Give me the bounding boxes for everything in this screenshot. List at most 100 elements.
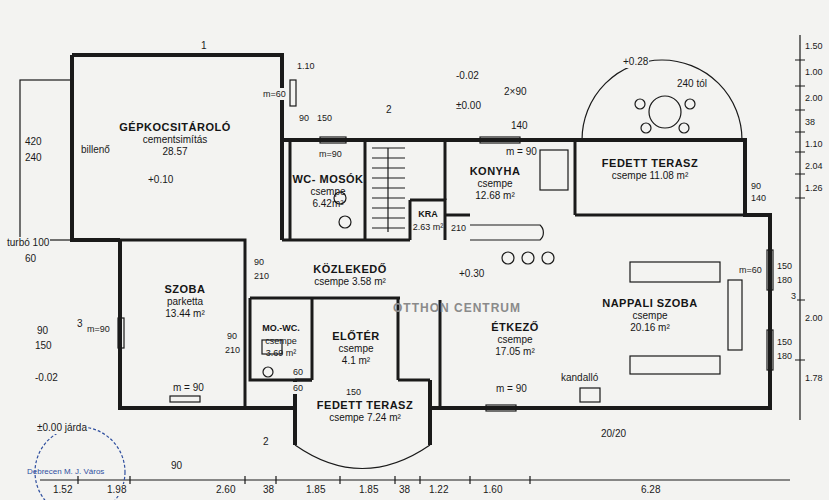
inner-walls: [120, 140, 745, 408]
plan-line: [767, 330, 773, 370]
dimension-label: 240: [24, 152, 43, 164]
dimension-label: 1.85: [305, 484, 326, 496]
plan-line: [339, 216, 351, 228]
room-detail: csempe: [338, 343, 373, 355]
room-label: ELŐTÉRcsempe4.1 m²: [314, 326, 398, 370]
room-detail: 13.44 m²: [165, 308, 204, 320]
room-detail: csempe 7.24 m²: [329, 412, 401, 424]
plan-line: [250, 298, 312, 380]
room-name: FEDETT TERASZ: [317, 399, 413, 412]
plan-line: [118, 318, 124, 348]
room-label: MO.-WC.csempe3.69 m²: [251, 318, 311, 362]
plan-line: [398, 379, 430, 382]
plan-line: [282, 239, 410, 242]
dimension-label: 3: [76, 318, 84, 330]
room-detail: 4.1 m²: [342, 355, 370, 367]
plan-line: [522, 252, 534, 264]
plan-line: [170, 396, 200, 402]
dimension-label: 180: [776, 350, 793, 362]
plan-line: [295, 445, 430, 469]
plan-line: [502, 252, 514, 264]
room-detail: 17.05 m²: [495, 346, 534, 358]
dimension-label: +0.30: [458, 268, 485, 280]
dimension-label: 210: [253, 270, 270, 282]
dimension-label: 60: [292, 382, 304, 394]
dimension-label: 2: [262, 436, 270, 448]
dimension-label: 1.78: [804, 372, 824, 384]
watermark: OTTHON CENTRUM: [392, 302, 522, 314]
room-name: KÖZLEKEDŐ: [313, 263, 387, 276]
room-detail: 20.16 m²: [630, 322, 669, 334]
dimension-label: m = 90: [172, 382, 205, 394]
plan-line: [364, 140, 367, 240]
dimension-label: m=90: [86, 323, 111, 335]
room-detail: csempe: [477, 178, 512, 190]
dimension-label: 90: [253, 256, 265, 268]
plan-line: [540, 150, 568, 190]
room-detail: 6.42m²: [312, 198, 343, 210]
dimension-label: 1.22: [428, 484, 449, 496]
dimension-label: 140: [510, 120, 529, 132]
dimension-label: 210: [450, 222, 467, 234]
dimension-label: 1.98: [106, 484, 127, 496]
thin-lines: [20, 35, 805, 500]
dimension-label: 20/20: [600, 428, 627, 440]
dimension-label: 90: [36, 325, 49, 337]
dimension-label: 1.85: [358, 484, 379, 496]
dimension-label: 2.00: [804, 92, 824, 104]
room-detail: csempe 3.58 m²: [314, 276, 386, 288]
dimension-label: 1.52: [52, 484, 73, 496]
plan-line: [445, 214, 470, 217]
room-name: KRA: [418, 208, 438, 221]
room-detail: 2.63 m²: [413, 221, 444, 233]
dimension-label: m = 90: [495, 383, 528, 395]
room-label: KONYHAcsempe12.68 m²: [455, 158, 535, 208]
dimension-label: m=60: [738, 264, 763, 276]
plan-line: [635, 99, 645, 109]
room-label: KÖZLEKEDŐcsempe 3.58 m²: [292, 260, 408, 290]
plan-line: [409, 200, 412, 240]
room-name: MO.-WC.: [262, 322, 300, 335]
dimension-label: 38: [262, 484, 275, 496]
room-label: WC- MOSÓKcsempe6.42m²: [289, 166, 367, 216]
dimension-label: 1.26: [804, 182, 824, 194]
dimension-label: 90: [226, 330, 238, 342]
room-name: WC- MOSÓK: [292, 173, 363, 186]
room-detail: csempe: [632, 310, 667, 322]
dimension-label: 140: [750, 192, 767, 204]
dimension-label: 150: [345, 386, 362, 398]
plan-line: [439, 300, 442, 408]
room-name: KONYHA: [470, 165, 521, 178]
dimension-label: 180: [776, 274, 793, 286]
plan-line: [470, 225, 543, 240]
plan-line: [289, 140, 292, 240]
dimension-label: 90: [298, 112, 310, 124]
dimension-label: billenő: [80, 144, 111, 156]
plan-line: [575, 214, 745, 217]
dimension-label: 240 tól: [676, 78, 708, 90]
dimension-label: 1.50: [804, 40, 824, 52]
dimension-label: -0.02: [455, 70, 480, 82]
plan-line: [679, 123, 689, 133]
dimension-label: m=90: [318, 148, 343, 160]
plan-line: [649, 96, 681, 128]
dimension-label: 38: [398, 484, 411, 496]
dimension-label: 420: [24, 136, 43, 148]
room-detail: csempe 11.08 m²: [612, 170, 689, 182]
plan-line: [290, 80, 296, 106]
outer-walls: [72, 55, 770, 445]
plan-line: [480, 137, 520, 143]
dimension-label: 150: [776, 260, 793, 272]
room-detail: 12.68 m²: [475, 190, 514, 202]
room-label: NAPPALI SZOBAcsempe20.16 m²: [590, 292, 710, 338]
dimension-label: 90: [750, 180, 762, 192]
plan-line: [728, 280, 742, 350]
room-detail: 3.69 m²: [266, 347, 297, 359]
plan-line: [72, 55, 282, 240]
room-detail: parketta: [167, 296, 203, 308]
plan-line: [542, 252, 554, 264]
plan-line: [574, 140, 577, 215]
room-label: KRA2.63 m²: [410, 204, 447, 236]
plan-line: [685, 99, 695, 109]
